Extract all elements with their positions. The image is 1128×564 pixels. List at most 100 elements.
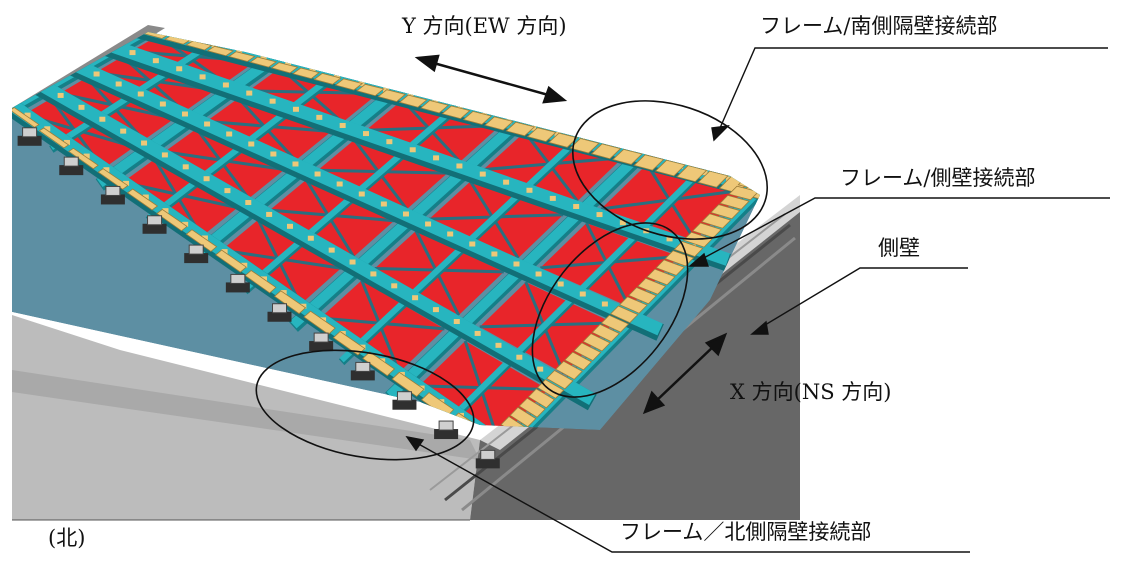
edge-pad-block: [505, 121, 536, 137]
stiffener-plate: [292, 161, 299, 167]
stiffener-plate: [162, 32, 169, 36]
support-bearing: [475, 458, 500, 469]
stiffener-plate: [370, 271, 377, 277]
stiffener-plate: [286, 223, 293, 229]
stiffener-plate: [619, 220, 626, 226]
edge-pad-block: [710, 204, 741, 220]
stiffener-plate: [57, 92, 64, 98]
edge-pad-block: [244, 269, 277, 294]
frame-side-wall-label: フレーム/側壁接続部: [840, 166, 1036, 190]
stiffener-plate: [380, 201, 387, 207]
edge-pad-block: [391, 371, 425, 397]
edge-pad-block: [676, 165, 708, 183]
edge-pad-block: [206, 45, 234, 57]
stiffener-plate: [495, 342, 502, 348]
stiffener-plate: [181, 111, 188, 117]
stiffener-plate: [222, 82, 229, 88]
support-bearing-cap: [480, 449, 496, 460]
stiffener-plate: [78, 104, 85, 110]
stiffener-plate: [549, 195, 556, 201]
frame-north-partition-label: フレーム／北側隔壁接続部: [620, 520, 872, 544]
edge-pad-block: [97, 168, 129, 190]
side-wall-label: 側壁: [878, 236, 920, 260]
callout-ellipse-north-partition: [255, 349, 475, 461]
stiffener-plate: [596, 212, 603, 218]
stiffener-plate: [129, 50, 136, 56]
stiffener-plate: [204, 121, 211, 127]
stiffener-plate: [152, 58, 159, 64]
stiffener-plate: [159, 101, 166, 107]
front-ledge-shadow: [12, 370, 480, 460]
stiffener-plate: [44, 126, 51, 132]
edge-pad-block: [462, 110, 493, 125]
stiffener-plate: [425, 221, 432, 227]
support-bearing-cap: [396, 391, 412, 402]
leader-south-partition: [719, 47, 1108, 129]
stiffener-plate: [266, 211, 273, 217]
stiffener-plate: [292, 106, 299, 112]
stiffener-plate: [503, 179, 510, 185]
leader-side-wall-head: [750, 320, 769, 335]
edge-pad-block: [441, 105, 471, 120]
edge-pad-block: [526, 127, 557, 142]
stiffener-plate: [269, 98, 276, 104]
x-direction-label: X 方向(NS 方向): [730, 380, 892, 404]
stiffener-plate: [526, 187, 533, 193]
edge-pad-block: [655, 259, 685, 276]
edge-pad-block: [420, 100, 450, 114]
support-bearing-cap: [355, 361, 371, 372]
stiffener-plate: [537, 366, 544, 372]
support-bearing: [392, 399, 417, 410]
callout-ellipse-side-wall: [531, 222, 689, 398]
support-bearing: [59, 165, 84, 176]
stiffener-plate: [199, 74, 206, 80]
stiffener-plate: [358, 191, 365, 197]
stiffener-plate: [402, 211, 409, 217]
edge-pad-block: [582, 333, 611, 352]
support-bearing-cap: [438, 420, 454, 431]
stiffener-plate: [474, 330, 481, 336]
stiffener-plate: [391, 283, 398, 289]
support-bearing-cap: [22, 127, 38, 138]
stiffener-plate: [83, 153, 90, 159]
edge-pad-block: [156, 208, 188, 232]
stiffener-plate: [99, 116, 106, 122]
edge-pad-block: [719, 194, 750, 210]
edge-pad-block: [555, 360, 583, 380]
stiffener-plate: [176, 66, 183, 72]
edge-pad-block: [646, 268, 676, 286]
stiffener-plate: [63, 139, 70, 145]
stiffener-plate: [456, 163, 463, 169]
stiffener-plate: [479, 171, 486, 177]
leader-side-wall-frame: [699, 197, 1110, 261]
stiffener-plate: [363, 131, 370, 137]
stiffener-plate: [245, 200, 252, 206]
stiffener-plate: [412, 295, 419, 301]
frame-south-partition-label: フレーム/南側隔壁接続部: [760, 14, 998, 38]
stiffener-plate: [453, 319, 460, 325]
edge-pad-block: [228, 51, 256, 62]
stiffener-plate: [246, 90, 253, 96]
callout-ellipse-south-partition: [571, 100, 769, 240]
edge-pad-block: [273, 290, 307, 315]
stiffener-plate: [224, 188, 231, 194]
edge-pad-block: [527, 388, 555, 409]
stiffener-plate: [432, 307, 439, 313]
edge-pad-block: [612, 148, 643, 165]
edge-pad-block: [600, 314, 630, 333]
edge-pad-block: [546, 370, 574, 390]
edge-pad-block: [484, 116, 514, 131]
stiffener-plate: [93, 71, 100, 77]
stiffener-plate: [236, 49, 243, 55]
stiffener-plate: [201, 235, 208, 241]
stiffener-plate: [557, 281, 564, 287]
support-bearing-cap: [147, 215, 163, 226]
edge-pad-block: [362, 351, 396, 377]
edge-pad-block: [628, 287, 658, 305]
edge-pad-block: [68, 147, 99, 170]
stiffener-plate: [336, 181, 343, 187]
edge-pad-block: [564, 351, 593, 371]
support-bearing-cap: [188, 244, 204, 255]
